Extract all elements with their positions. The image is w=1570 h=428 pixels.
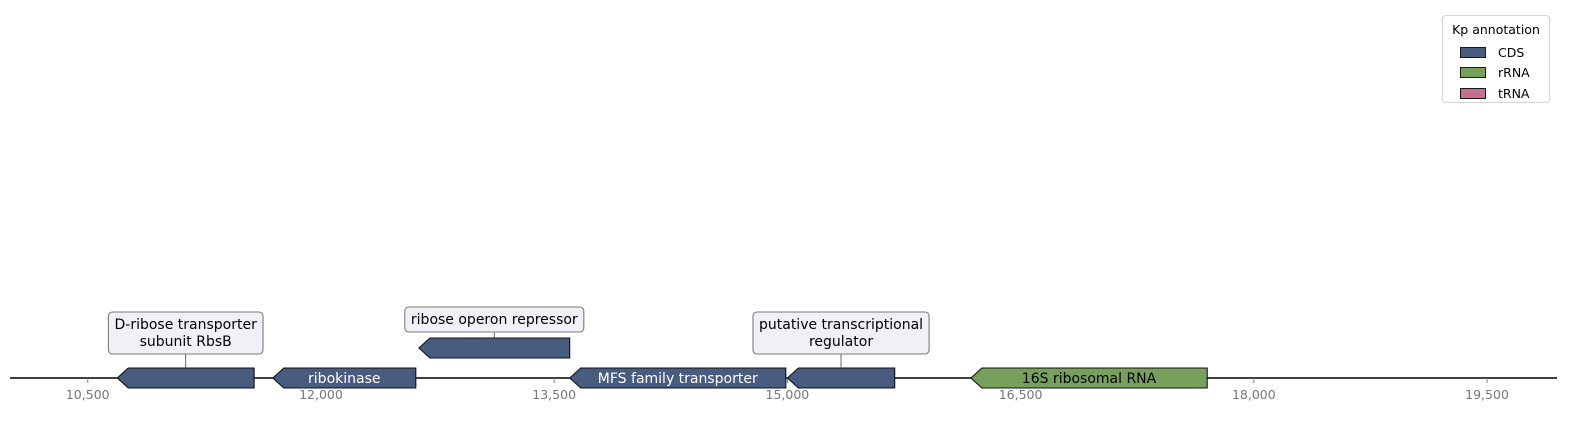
feature-arrow-regulator — [786, 367, 896, 389]
x-tick-label: 12,000 — [299, 387, 343, 402]
callout-box-rbsr — [404, 306, 585, 333]
feature-layer: ribokinase MFS family transporter 16S ribo… — [116, 337, 1208, 389]
feature-arrow-mfs — [568, 367, 787, 389]
x-tick-label: 13,500 — [532, 387, 576, 402]
legend-label-cds: CDS — [1498, 44, 1525, 60]
legend-label-rrna: rRNA — [1498, 65, 1530, 81]
feature-arrow-rbsb — [116, 367, 255, 389]
feature-arrow-rbsk — [271, 367, 417, 389]
feature-label-mfs: MFS family transporter — [598, 371, 758, 387]
legend-swatch-cds — [1460, 46, 1486, 58]
legend-swatch-rrna — [1460, 67, 1486, 79]
x-tick-label: 15,000 — [766, 387, 810, 402]
x-axis: 10,500 12,000 13,500 15,000 16,500 18,000 19,5… — [66, 378, 1509, 402]
callout-label-rbsr: ribose operon repressor — [411, 312, 578, 328]
feature-arrow-rbsr — [418, 337, 571, 359]
legend-label-trna: tRNA — [1498, 85, 1530, 101]
x-tick-label: 10,500 — [66, 387, 110, 402]
callout-box-regulator — [752, 311, 930, 355]
legend: Kp annotation CDS rRNA tRNA — [1442, 15, 1550, 103]
legend-item-trna: tRNA — [1449, 83, 1543, 104]
x-tick-label: 16,500 — [999, 387, 1043, 402]
x-tick-label: 19,500 — [1465, 387, 1509, 402]
legend-item-cds: CDS — [1449, 42, 1543, 63]
feature-label-rrna16s: 16S ribosomal RNA — [1022, 371, 1157, 387]
legend-swatch-trna — [1460, 87, 1486, 99]
feature-label-rbsk: ribokinase — [308, 371, 380, 387]
legend-item-rrna: rRNA — [1449, 63, 1543, 84]
callout-box-rbsb — [107, 311, 264, 355]
legend-title: Kp annotation — [1452, 22, 1540, 37]
feature-arrow-rrna16s — [970, 367, 1208, 389]
x-tick-label: 18,000 — [1232, 387, 1276, 402]
